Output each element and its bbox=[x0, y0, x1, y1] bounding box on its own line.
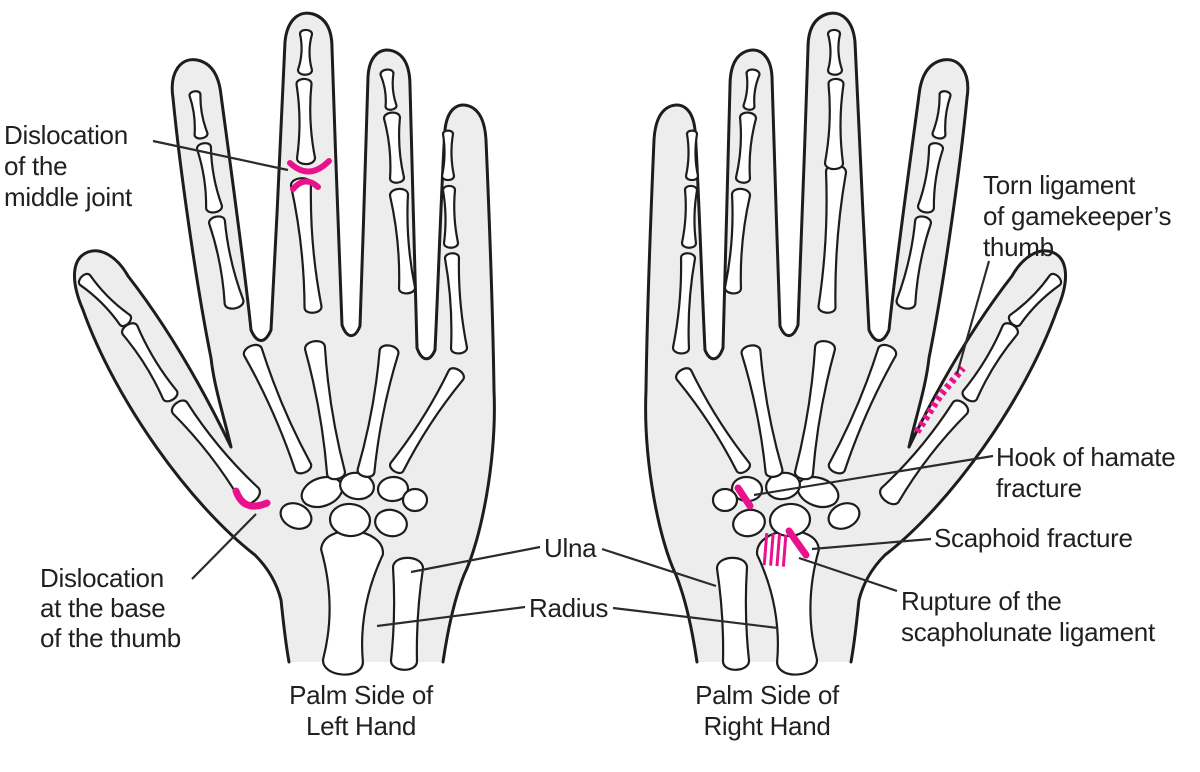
highlight-middle-joint-dislocation-upper bbox=[287, 158, 332, 175]
caption-right-hand: Palm Side of Right Hand bbox=[695, 680, 839, 741]
label-scaphoid-fracture: Scaphoid fracture bbox=[934, 523, 1133, 553]
leader-lines bbox=[152, 139, 994, 630]
highlight-scaphoid-fracture bbox=[785, 527, 810, 559]
leader-scaphoid-fracture bbox=[811, 537, 932, 551]
leader-radius-left bbox=[376, 605, 526, 628]
label-gamekeepers-thumb: Torn ligament of gamekeeper’s thumb bbox=[983, 170, 1172, 262]
leader-radius-right bbox=[612, 606, 779, 630]
highlight-middle-joint-dislocation-lower bbox=[290, 178, 321, 192]
caption-left-hand: Palm Side of Left Hand bbox=[289, 680, 433, 741]
left-hand-illustration bbox=[72, 11, 496, 676]
highlight-hamate-fracture bbox=[734, 484, 754, 510]
label-radius: Radius bbox=[529, 593, 609, 623]
leader-ulna-right bbox=[601, 547, 717, 588]
injury-highlights bbox=[232, 158, 966, 567]
leader-dislocation-middle-joint bbox=[152, 139, 289, 172]
leader-hamate-fracture bbox=[753, 454, 994, 497]
label-ulna: Ulna bbox=[544, 533, 597, 563]
label-dislocation-middle-joint: Dislocation of the middle joint bbox=[4, 120, 132, 212]
right-hand-illustration bbox=[644, 11, 1068, 676]
leader-dislocation-thumb-base bbox=[191, 513, 257, 580]
highlight-scapholunate-rupture bbox=[762, 533, 791, 567]
leader-gamekeepers-thumb bbox=[955, 260, 991, 375]
label-scapholunate-rupture: Rupture of the scapholunate ligament bbox=[901, 586, 1155, 647]
label-dislocation-thumb-base: Dislocation at the base of the thumb bbox=[40, 563, 181, 653]
leader-scapholunate-rupture bbox=[798, 556, 898, 593]
highlight-thumb-base-dislocation bbox=[232, 487, 271, 510]
leader-ulna-left bbox=[410, 545, 541, 574]
label-hamate-fracture: Hook of hamate fracture bbox=[996, 442, 1176, 503]
